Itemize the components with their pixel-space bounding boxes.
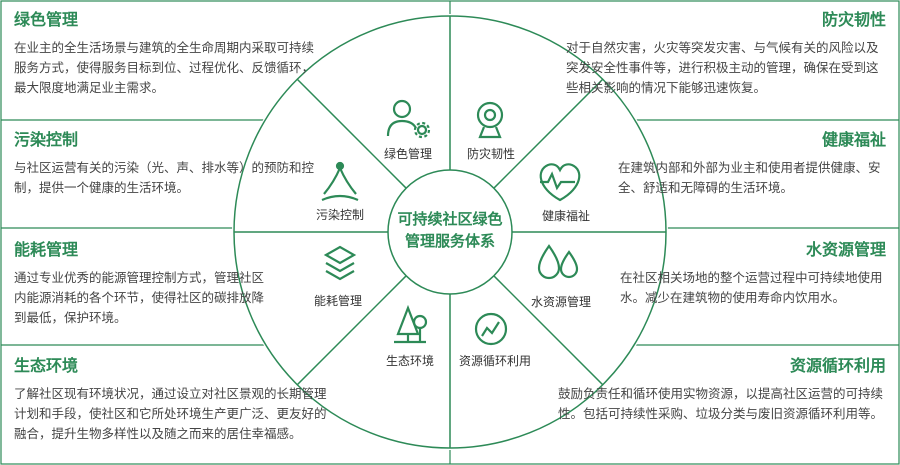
box-health-wellbeing: 健康福祉 在建筑内部和外部为业主和使用者提供健康、安全、舒适和无障碍的生活环境。: [618, 130, 886, 198]
segment-label: 污染控制: [316, 207, 364, 222]
segment-label: 防灾韧性: [467, 146, 515, 161]
ring-spoke: [493, 275, 604, 386]
segment-label: 健康福祉: [542, 208, 590, 223]
center-title-line2: 管理服务体系: [405, 232, 495, 250]
segment-water-management: 水资源管理: [531, 244, 591, 309]
box-text: 对于自然灾害，火灾等突发灾害、与气候有关的风险以及突发安全性事件等，进行积极主动…: [566, 41, 879, 95]
box-ecology: 生态环境 了解社区现有环境状况，通过设立对社区景观的长期管理计划和手段，使社区和…: [14, 356, 330, 444]
ring-spoke: [296, 275, 407, 386]
segment-green-management: 绿色管理: [384, 99, 432, 161]
stacked-layers-icon: [323, 245, 357, 281]
box-text: 在社区相关场地的整个运营过程中可持续地使用水。减少在建筑物的使用寿命内饮用水。: [620, 271, 883, 305]
box-title: 健康福祉: [821, 132, 886, 149]
segment-label: 绿色管理: [384, 146, 432, 161]
box-text: 通过专业优秀的能源管理控制方式，管理社区内能源消耗的各个环节，使得社区的碳排放降…: [14, 271, 265, 325]
heart-pulse-icon: [539, 163, 581, 202]
triangle-nodes-icon: [321, 161, 359, 202]
box-pollution-control: 污染控制 与社区运营有关的污染（光、声、排水等）的预防和控制，提供一个健康的生活…: [14, 130, 314, 198]
box-title: 能耗管理: [14, 242, 79, 259]
segment-label: 水资源管理: [531, 294, 591, 309]
box-text: 在业主的全生活场景与建筑的全生命周期内采取可持续服务方式，使得服务目标到位、过程…: [14, 41, 315, 95]
ring-spoke: [296, 78, 407, 189]
webcam-icon: [476, 101, 504, 139]
box-disaster-resilience: 防灾韧性 对于自然灾害，火灾等突发灾害、与气候有关的风险以及突发安全性事件等，进…: [566, 10, 886, 98]
box-title: 生态环境: [14, 358, 79, 375]
segment-label: 生态环境: [386, 353, 434, 368]
ring-spokes: [234, 16, 666, 448]
center-title-line1: 可持续社区绿色: [397, 210, 502, 228]
ring-inner: [387, 169, 513, 295]
box-text: 鼓励负责任和循环使用实物资源，以提高社区运营的可持续性。包括可持续性采购、垃圾分…: [558, 387, 884, 421]
person-gear-icon: [386, 99, 431, 139]
box-water-management: 水资源管理 在社区相关场地的整个运营过程中可持续地使用水。减少在建筑物的使用寿命…: [620, 240, 886, 308]
segment-disaster-resilience: 防灾韧性: [467, 101, 515, 161]
water-drops-icon: [537, 244, 579, 280]
box-text: 在建筑内部和外部为业主和使用者提供健康、安全、舒适和无障碍的生活环境。: [618, 161, 881, 195]
ring-spoke: [493, 78, 604, 189]
segment-resource-recycling: 资源循环利用: [459, 312, 531, 368]
segment-ecology: 生态环境: [386, 304, 434, 368]
segment-label: 资源循环利用: [459, 354, 531, 368]
box-title: 水资源管理: [805, 242, 886, 259]
box-text: 与社区运营有关的污染（光、声、排水等）的预防和控制，提供一个健康的生活环境。: [14, 161, 315, 195]
tree-icon: [394, 304, 428, 344]
segment-label: 能耗管理: [314, 293, 362, 308]
box-text: 了解社区现有环境状况，通过设立对社区景观的长期管理计划和手段，使社区和它所处环境…: [14, 387, 327, 441]
segment-pollution-control: 污染控制: [316, 161, 364, 222]
segment-energy-management: 能耗管理: [314, 245, 362, 308]
box-title: 绿色管理: [14, 12, 79, 29]
box-energy-management: 能耗管理 通过专业优秀的能源管理控制方式，管理社区内能源消耗的各个环节，使得社区…: [14, 240, 276, 328]
box-title: 防灾韧性: [821, 12, 886, 29]
segment-health-wellbeing: 健康福祉: [539, 163, 590, 223]
box-green-management: 绿色管理 在业主的全生活场景与建筑的全生命周期内采取可持续服务方式，使得服务目标…: [14, 10, 314, 98]
box-title: 资源循环利用: [789, 358, 886, 375]
box-title: 污染控制: [14, 132, 79, 149]
box-resource-recycling: 资源循环利用 鼓励负责任和循环使用实物资源，以提高社区运营的可持续性。包括可持续…: [558, 356, 886, 424]
line-chart-circle-icon: [474, 312, 508, 346]
